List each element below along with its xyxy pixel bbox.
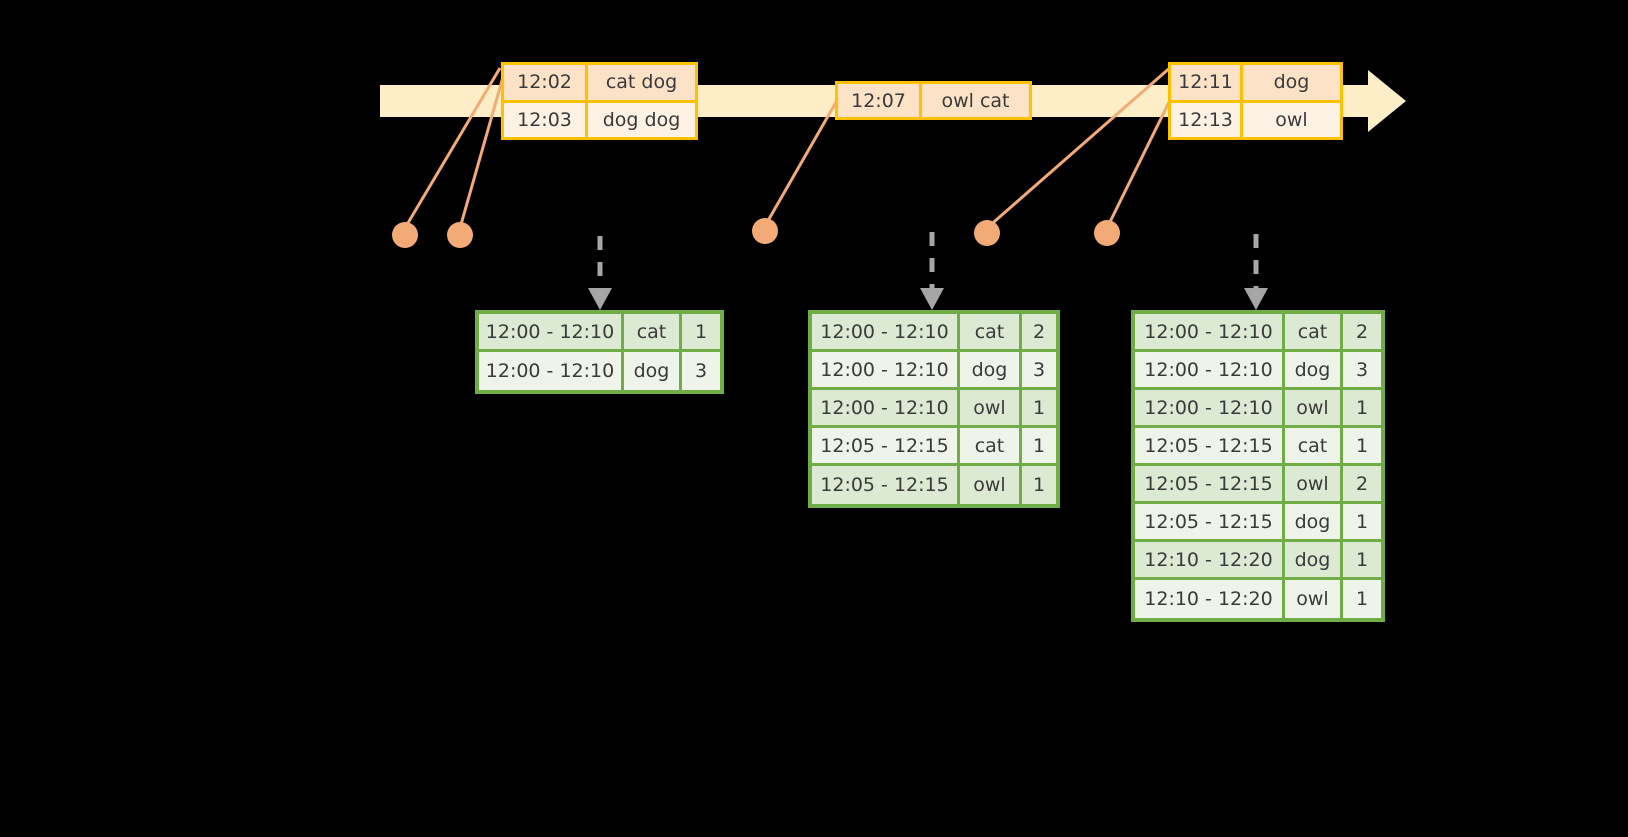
- cell-window: 12:05 - 12:15: [1135, 504, 1285, 542]
- event-value: owl: [1275, 108, 1308, 131]
- cell-count: 1: [1032, 474, 1046, 496]
- event-group-b[interactable]: 12:07 owl cat: [835, 81, 1032, 120]
- event-row: 12:02 cat dog: [504, 65, 695, 100]
- event-time: 12:02: [504, 65, 588, 100]
- cell-key: owl: [960, 466, 1022, 504]
- cell-count: 1: [1343, 428, 1381, 466]
- cell-window: 12:00 - 12:10: [1135, 390, 1285, 428]
- event-time: 12:13: [1171, 102, 1243, 137]
- cell-window: 12:10 - 12:20: [1135, 580, 1285, 618]
- cell-key: cat: [1285, 314, 1343, 352]
- event-time: 12:11: [1171, 65, 1243, 100]
- cell-count: 2: [1022, 314, 1056, 352]
- event-row: 12:07 owl cat: [838, 84, 1029, 117]
- event-marker-1[interactable]: [392, 222, 418, 248]
- cell-count: 2: [1343, 466, 1381, 504]
- event-marker-4[interactable]: [974, 220, 1000, 246]
- cell-count: 3: [694, 360, 708, 382]
- cell-key: dog: [960, 352, 1022, 390]
- event-row: 12:11 dog: [1171, 65, 1340, 100]
- dashed-arrow-head-2: [920, 288, 944, 310]
- cell-window: 12:00 - 12:10: [812, 352, 960, 390]
- cell-window: 12:00 - 12:10: [479, 352, 624, 390]
- cell-count: 1: [1022, 428, 1056, 466]
- cell-key: owl: [1285, 466, 1343, 504]
- cell-key: cat: [624, 314, 682, 352]
- event-marker-2[interactable]: [447, 222, 473, 248]
- event-value: owl cat: [941, 89, 1010, 112]
- cell-key: cat: [960, 428, 1022, 466]
- cell-count: 1: [682, 314, 720, 352]
- cell-window: 12:10 - 12:20: [1135, 542, 1285, 580]
- cell-count: 1: [1355, 588, 1369, 610]
- cell-key: owl: [960, 390, 1022, 428]
- cell-count: 2: [1343, 314, 1381, 352]
- event-group-c[interactable]: 12:11 dog 12:13 owl: [1168, 62, 1343, 140]
- event-value: cat dog: [605, 71, 678, 94]
- cell-key: owl: [1285, 390, 1343, 428]
- cell-count: 3: [1022, 352, 1056, 390]
- dashed-arrow-head-1: [588, 288, 612, 310]
- cell-window: 12:00 - 12:10: [812, 314, 960, 352]
- cell-key: dog: [1285, 352, 1343, 390]
- event-time: 12:03: [504, 102, 588, 137]
- cell-window: 12:00 - 12:10: [1135, 314, 1285, 352]
- cell-window: 12:00 - 12:10: [479, 314, 624, 352]
- event-row: 12:13 owl: [1171, 99, 1340, 137]
- cell-window: 12:05 - 12:15: [812, 466, 960, 504]
- event-value: dog: [1273, 71, 1310, 94]
- cell-key: dog: [624, 352, 682, 390]
- cell-count: 3: [1343, 352, 1381, 390]
- event-time: 12:07: [838, 84, 922, 117]
- cell-window: 12:00 - 12:10: [812, 390, 960, 428]
- cell-count: 1: [1343, 390, 1381, 428]
- cell-window: 12:05 - 12:15: [1135, 428, 1285, 466]
- event-marker-5[interactable]: [1094, 220, 1120, 246]
- cell-key: cat: [960, 314, 1022, 352]
- cell-window: 12:05 - 12:15: [1135, 466, 1285, 504]
- event-row: 12:03 dog dog: [504, 99, 695, 137]
- cell-key: owl: [1285, 580, 1343, 618]
- cell-window: 12:05 - 12:15: [812, 428, 960, 466]
- cell-key: cat: [1285, 428, 1343, 466]
- event-marker-3[interactable]: [752, 218, 778, 244]
- cell-count: 1: [1022, 390, 1056, 428]
- dashed-arrow-head-3: [1244, 288, 1268, 310]
- cell-window: 12:00 - 12:10: [1135, 352, 1285, 390]
- event-value: dog dog: [602, 108, 681, 131]
- cell-count: 1: [1343, 542, 1381, 580]
- event-group-a[interactable]: 12:02 cat dog 12:03 dog dog: [501, 62, 698, 140]
- cell-count: 1: [1343, 504, 1381, 542]
- cell-key: dog: [1285, 542, 1343, 580]
- timeline-arrowhead-icon: [1368, 70, 1406, 132]
- cell-key: dog: [1285, 504, 1343, 542]
